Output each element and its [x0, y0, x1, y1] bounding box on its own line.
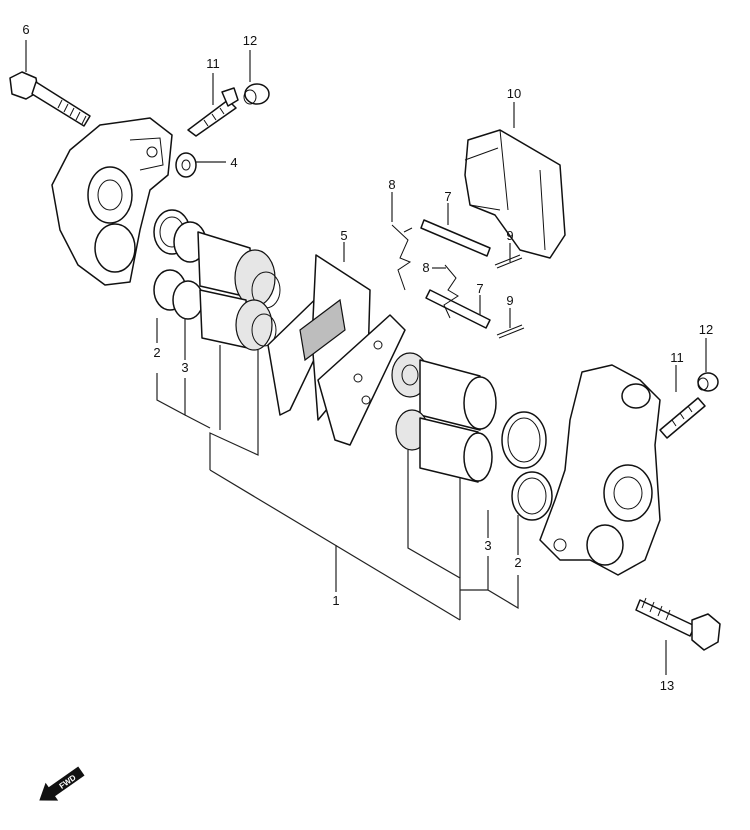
bleeder-valve-left: [187, 87, 239, 137]
callout-1: 1: [332, 593, 339, 608]
callout-2-right: 2: [514, 555, 521, 570]
callout-6: 6: [22, 22, 29, 37]
callout-5: 5: [340, 228, 347, 243]
callout-10: 10: [507, 86, 521, 101]
pad-pin-upper: [420, 219, 491, 257]
brake-pads: [267, 254, 406, 446]
left-seals-pistons: [153, 209, 281, 351]
washer: [175, 152, 197, 178]
bleeder-cap-right: [697, 372, 719, 392]
bleeder-valve-right: [659, 397, 706, 439]
callout-9-lower: 9: [506, 293, 513, 308]
leader-lines: [25, 40, 707, 675]
forward-arrow-icon: FWD: [39, 766, 85, 801]
callout-3-left: 3: [181, 360, 188, 375]
pad-clip-lower: [443, 264, 459, 319]
callout-13: 13: [660, 678, 674, 693]
callout-3-right: 3: [484, 538, 491, 553]
mounting-bolt-left: [9, 71, 91, 127]
callout-12-left: 12: [243, 33, 257, 48]
bleeder-cap-left: [243, 83, 270, 105]
callout-labels: 6 11 12 4 5 10 8 7 9 8 7 9 2 3 11 12 3 2…: [22, 22, 713, 693]
callout-12-right: 12: [699, 322, 713, 337]
pad-pin-lower: [425, 289, 491, 329]
callout-4: 4: [230, 155, 237, 170]
mounting-bolt-right: [635, 597, 721, 651]
right-seals-pistons: [391, 352, 553, 521]
callout-11-right: 11: [670, 350, 684, 365]
right-caliper-body: [539, 364, 661, 576]
left-caliper-body: [51, 117, 173, 286]
callout-7-upper: 7: [444, 189, 451, 204]
pad-spring: [464, 129, 566, 259]
callout-8-lower: 8: [422, 260, 429, 275]
pad-clip-upper: [391, 224, 413, 291]
callout-9-upper: 9: [506, 228, 513, 243]
callout-11-left: 11: [206, 56, 220, 71]
callout-8-upper: 8: [388, 177, 395, 192]
callout-2-left: 2: [153, 345, 160, 360]
retaining-clip-lower: [496, 324, 525, 339]
callout-7-lower: 7: [476, 281, 483, 296]
retaining-clip-upper: [494, 254, 523, 269]
